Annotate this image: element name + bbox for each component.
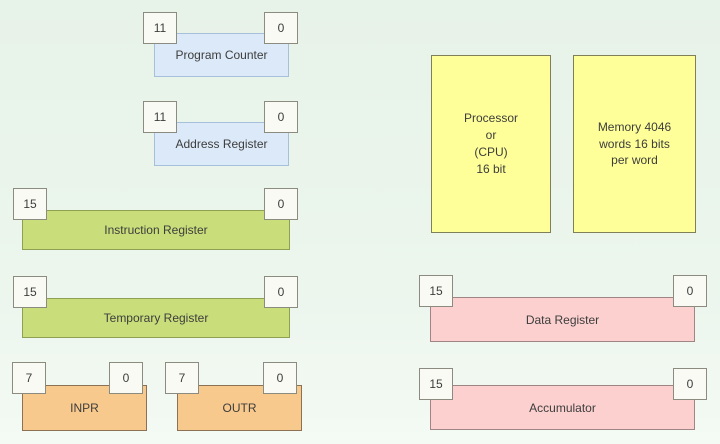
accumulator-low-bit: 0 [673,368,707,400]
processor-line: (CPU) [474,145,508,159]
memory-block: Memory 4046 words 16 bits per word [573,55,696,233]
instruction-register-label: Instruction Register [104,223,208,237]
memory-line: Memory 4046 [597,119,672,134]
data-register-box: Data Register [430,297,695,342]
temporary-register-low-bit: 0 [264,276,298,308]
processor-line: 16 bit [476,161,506,176]
address-register-high-bit: 11 [143,101,177,133]
processor-block: Processor or (CPU) 16 bit [431,55,551,233]
temporary-register-high-bit: 15 [13,276,47,308]
accumulator-box: Accumulator [430,385,695,430]
inpr-low-bit: 0 [109,362,143,394]
data-register-high-bit: 15 [419,275,453,307]
outr-high-bit: 7 [165,362,199,394]
inpr-label: INPR [70,401,99,415]
data-register-low-bit: 0 [673,275,707,307]
processor-line: or [485,128,497,143]
instruction-register-box: Instruction Register [22,210,290,250]
address-register-label: Address Register [175,137,268,151]
accumulator-high-bit: 15 [419,368,453,400]
program-counter-low-bit: 0 [264,12,298,44]
instruction-register-low-bit: 0 [264,188,298,220]
data-register-label: Data Register [525,312,600,327]
accumulator-label: Accumulator [529,400,596,415]
temporary-register-label: Temporary Register [103,311,209,325]
processor-line: Processor [463,111,519,126]
outr-label: OUTR [222,401,257,415]
program-counter-high-bit: 11 [143,12,177,44]
inpr-high-bit: 7 [12,362,46,394]
program-counter-label: Program Counter [175,48,268,62]
outr-low-bit: 0 [263,362,297,394]
memory-line: words 16 bits [599,136,670,151]
memory-line: per word [611,153,658,168]
address-register-low-bit: 0 [264,101,298,133]
instruction-register-high-bit: 15 [13,188,47,220]
temporary-register-box: Temporary Register [22,298,290,338]
